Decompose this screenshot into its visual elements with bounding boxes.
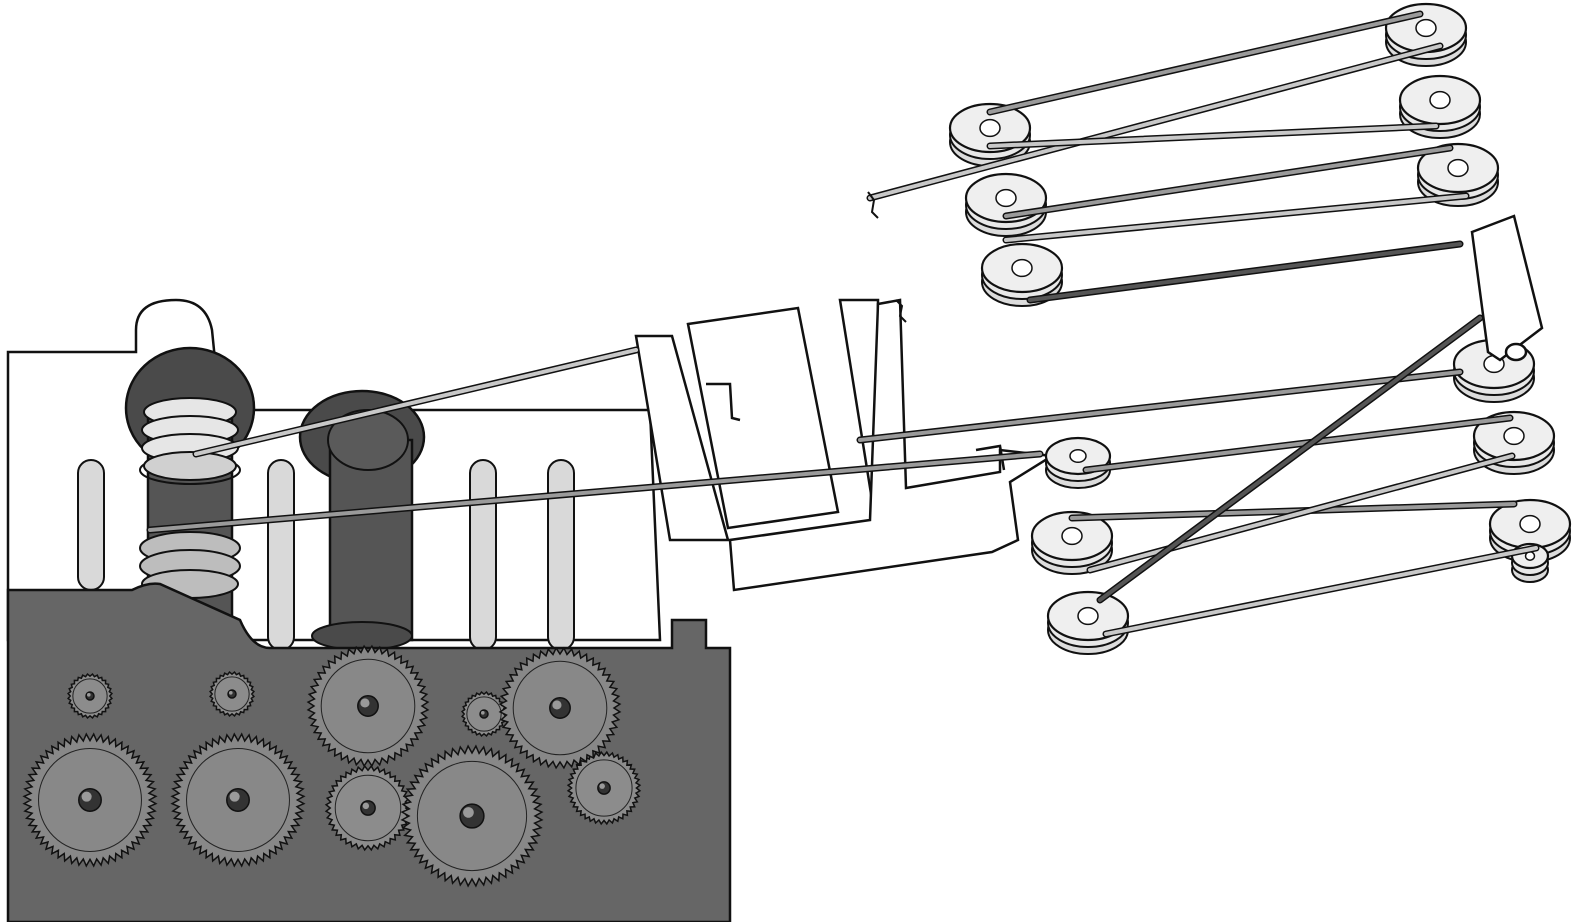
- frame-notch: [975, 444, 1006, 471]
- slot: [267, 459, 295, 651]
- pulley-axle: [1069, 448, 1087, 464]
- gear-rim: [416, 760, 528, 872]
- gear-hub-highlight: [599, 783, 605, 789]
- slot: [547, 459, 575, 651]
- cable-core: [148, 452, 1042, 532]
- pulley-axle: [1415, 18, 1437, 38]
- cable: [866, 42, 1444, 202]
- cable-core: [1028, 242, 1462, 302]
- gear-hub-highlight: [229, 791, 240, 802]
- pulley: [1030, 510, 1114, 575]
- cable-core: [868, 44, 1442, 200]
- gear-large-2: [170, 732, 306, 868]
- gear-hub-highlight: [81, 791, 92, 802]
- cables: [146, 10, 1540, 638]
- pulley-axle: [1519, 514, 1541, 534]
- frame-plate-outer: [634, 334, 730, 542]
- pulley: [1044, 436, 1112, 489]
- slot: [77, 459, 105, 591]
- cable: [1002, 144, 1454, 220]
- gear-tiny-1: [67, 673, 113, 719]
- cable-core: [988, 124, 1438, 148]
- gear-upper-1: [306, 644, 430, 768]
- gear-rim: [214, 676, 250, 712]
- gear-hub-highlight: [463, 807, 474, 818]
- cable: [986, 10, 1424, 116]
- linkage-frame: [634, 298, 1056, 592]
- pulley-axle: [1503, 426, 1525, 446]
- cable-core: [1098, 316, 1482, 602]
- gear-rim: [186, 748, 290, 852]
- gear-hub-highlight: [360, 698, 370, 708]
- cable-core: [1084, 416, 1512, 472]
- frame-notch: [706, 382, 741, 422]
- cable: [1002, 192, 1470, 244]
- cable: [856, 368, 1464, 444]
- cable: [986, 122, 1440, 150]
- gear-hub-highlight: [229, 691, 233, 695]
- cable: [1096, 314, 1484, 604]
- pulley-axle: [1077, 606, 1099, 626]
- frame-arm: [728, 298, 1056, 592]
- pulley-axle: [1011, 258, 1033, 278]
- gear-hub-highlight: [481, 711, 485, 715]
- gear-hub-highlight: [362, 802, 370, 810]
- gear-rim: [334, 774, 402, 842]
- gear-rim: [320, 658, 416, 754]
- cable-core: [1004, 194, 1468, 242]
- gear-train: [22, 644, 642, 888]
- cable-core: [194, 348, 638, 456]
- cable-core: [1004, 146, 1452, 218]
- pulley-axle: [995, 188, 1017, 208]
- cable: [1026, 240, 1464, 304]
- gear-tiny-2: [209, 671, 255, 717]
- pulley: [1472, 410, 1556, 475]
- pulley: [948, 102, 1032, 167]
- coil-windings: [139, 397, 241, 599]
- pulley-axle: [1061, 526, 1083, 546]
- gear-small-1: [324, 764, 412, 852]
- gear-small-2: [566, 750, 642, 826]
- pulley-array: [948, 2, 1572, 655]
- pulley: [1046, 590, 1130, 655]
- gear-tiny-3: [461, 691, 507, 737]
- pulley-axle: [1447, 158, 1469, 178]
- gear-rim: [512, 660, 608, 756]
- spool-right: [298, 389, 426, 651]
- gear-rim: [466, 696, 502, 732]
- gear-rim: [575, 759, 633, 817]
- hinge-bracket: [1470, 214, 1544, 362]
- cable-core: [858, 370, 1462, 442]
- cable: [192, 346, 640, 458]
- gear-large-1: [22, 732, 158, 868]
- gear-large-3: [400, 744, 544, 888]
- cable-core: [988, 12, 1422, 114]
- pulley: [1416, 142, 1500, 207]
- pulley-axle: [979, 118, 1001, 138]
- gear-rim: [72, 678, 108, 714]
- cable: [1068, 500, 1518, 522]
- cable-core: [1070, 502, 1516, 520]
- pulley: [964, 172, 1048, 237]
- gear-upper-2: [498, 646, 622, 770]
- pulley-axle: [1429, 90, 1451, 110]
- cable: [1082, 414, 1514, 474]
- slot: [469, 459, 497, 651]
- cable: [146, 450, 1044, 534]
- cable: [1102, 544, 1540, 638]
- gear-hub-highlight: [87, 693, 91, 697]
- gear-rim: [38, 748, 142, 852]
- cable-core: [1104, 546, 1538, 636]
- gear-hub-highlight: [552, 700, 562, 710]
- break-marks: [867, 191, 907, 323]
- pulley: [980, 242, 1064, 307]
